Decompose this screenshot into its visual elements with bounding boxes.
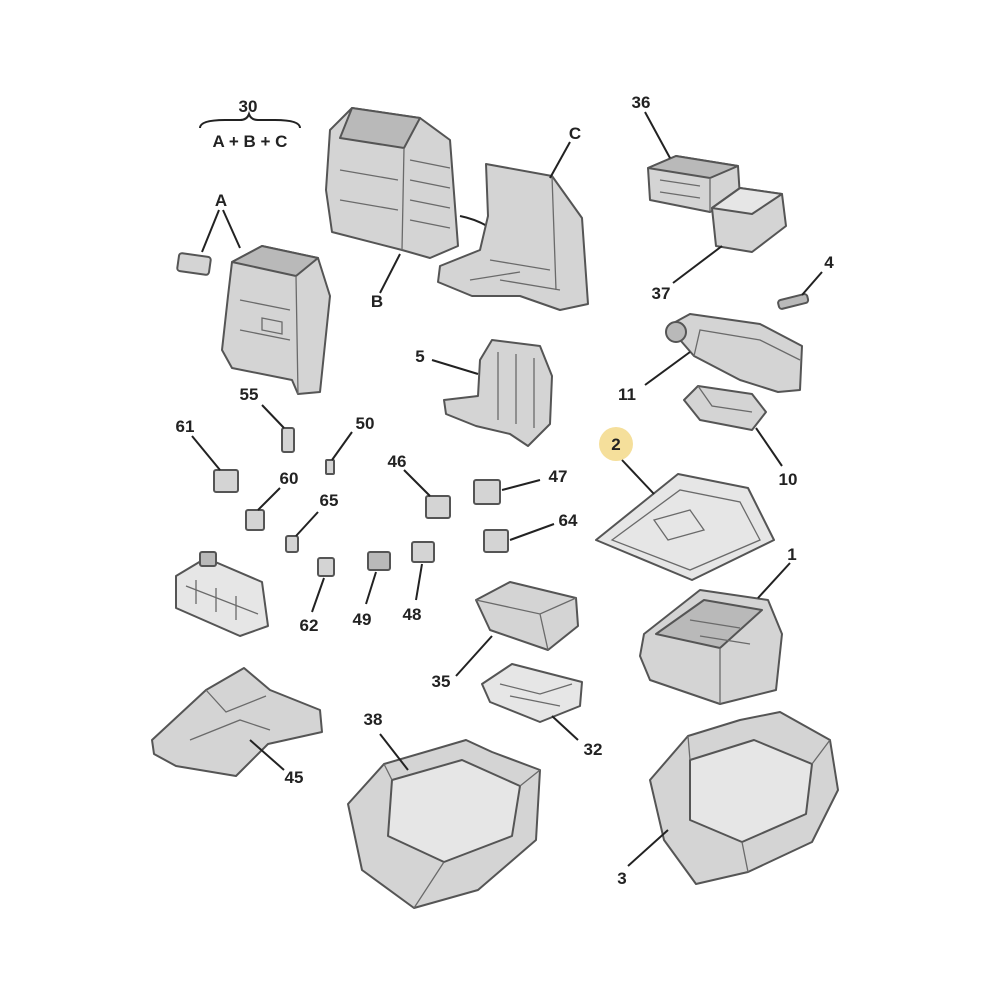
label-10: 10 [779,470,798,489]
label-5: 5 [415,347,424,366]
part-a-top [231,245,319,277]
label-55: 55 [240,385,259,404]
label-a: A [215,191,227,210]
part-48: 48 [403,541,435,624]
label-37: 37 [652,284,671,303]
part-47: 47 [473,467,568,505]
part-11-body [667,313,803,393]
relay-bank [175,551,269,637]
part-36: 36 [632,93,741,213]
part-2: 2 [595,427,775,581]
label-64: 64 [559,511,578,530]
part-65-body [285,535,299,553]
part-48-body [411,541,435,563]
part-4-body [777,293,810,310]
label-61: 61 [176,417,195,436]
label-65: 65 [320,491,339,510]
relay-bank-body [175,557,269,637]
part-35-body [475,581,579,651]
part-32: 32 [481,663,603,759]
part-46-body [425,495,451,519]
part-46: 46 [388,452,451,519]
part-62: 62 [300,557,335,635]
part-55: 55 [240,385,295,453]
label-36: 36 [632,93,651,112]
part-11: 11 [618,313,803,404]
part-55-body [281,427,295,453]
part-65: 65 [285,491,339,553]
label-4: 4 [824,253,834,272]
part-45: 45 [151,667,323,787]
part-32-body [481,663,583,723]
part-2-body [595,473,775,581]
part-c-body [437,163,589,311]
highlight-marker [599,427,633,461]
label-45: 45 [285,768,304,787]
part-62-body [317,557,335,577]
part-45-body [151,667,323,777]
label-3: 3 [617,869,626,888]
label-46: 46 [388,452,407,471]
label-60: 60 [280,469,299,488]
part-10: 10 [683,385,798,489]
label-47: 47 [549,467,568,486]
label-b: B [371,292,383,311]
label-2: 2 [611,435,620,454]
part-37: 37 [652,187,787,303]
part-1: 1 [639,545,797,705]
kit-formula: A + B + C [213,132,288,151]
part-5: 5 [415,339,553,447]
label-11: 11 [618,385,636,404]
label-32: 32 [584,740,603,759]
part-a: A [176,191,331,395]
label-1: 1 [787,545,796,564]
part-64: 64 [483,511,578,553]
part-60: 60 [245,469,299,531]
label-49: 49 [353,610,372,629]
label-62: 62 [300,616,319,635]
part-50-body [325,459,335,475]
part-61: 61 [176,417,239,493]
kit-brace [199,110,301,129]
label-38: 38 [364,710,383,729]
label-35: 35 [432,672,451,691]
part-49: 49 [353,551,391,629]
label-50: 50 [356,414,375,433]
part-50: 50 [325,414,375,475]
part-47-body [473,479,501,505]
part-38: 38 [347,710,541,909]
part-c: C [437,124,589,311]
part-61-body [213,469,239,493]
part-64-body [483,529,509,553]
label-c: C [569,124,581,143]
part-35: 35 [432,581,579,691]
part-49-body [367,551,391,571]
part-4: 4 [777,253,834,310]
kit-number: 30 [239,97,258,116]
part-a-connector [176,252,212,276]
kit-header: 30 A + B + C [199,97,301,151]
part-60-body [245,509,265,531]
part-3: 3 [617,711,839,888]
label-48: 48 [403,605,422,624]
